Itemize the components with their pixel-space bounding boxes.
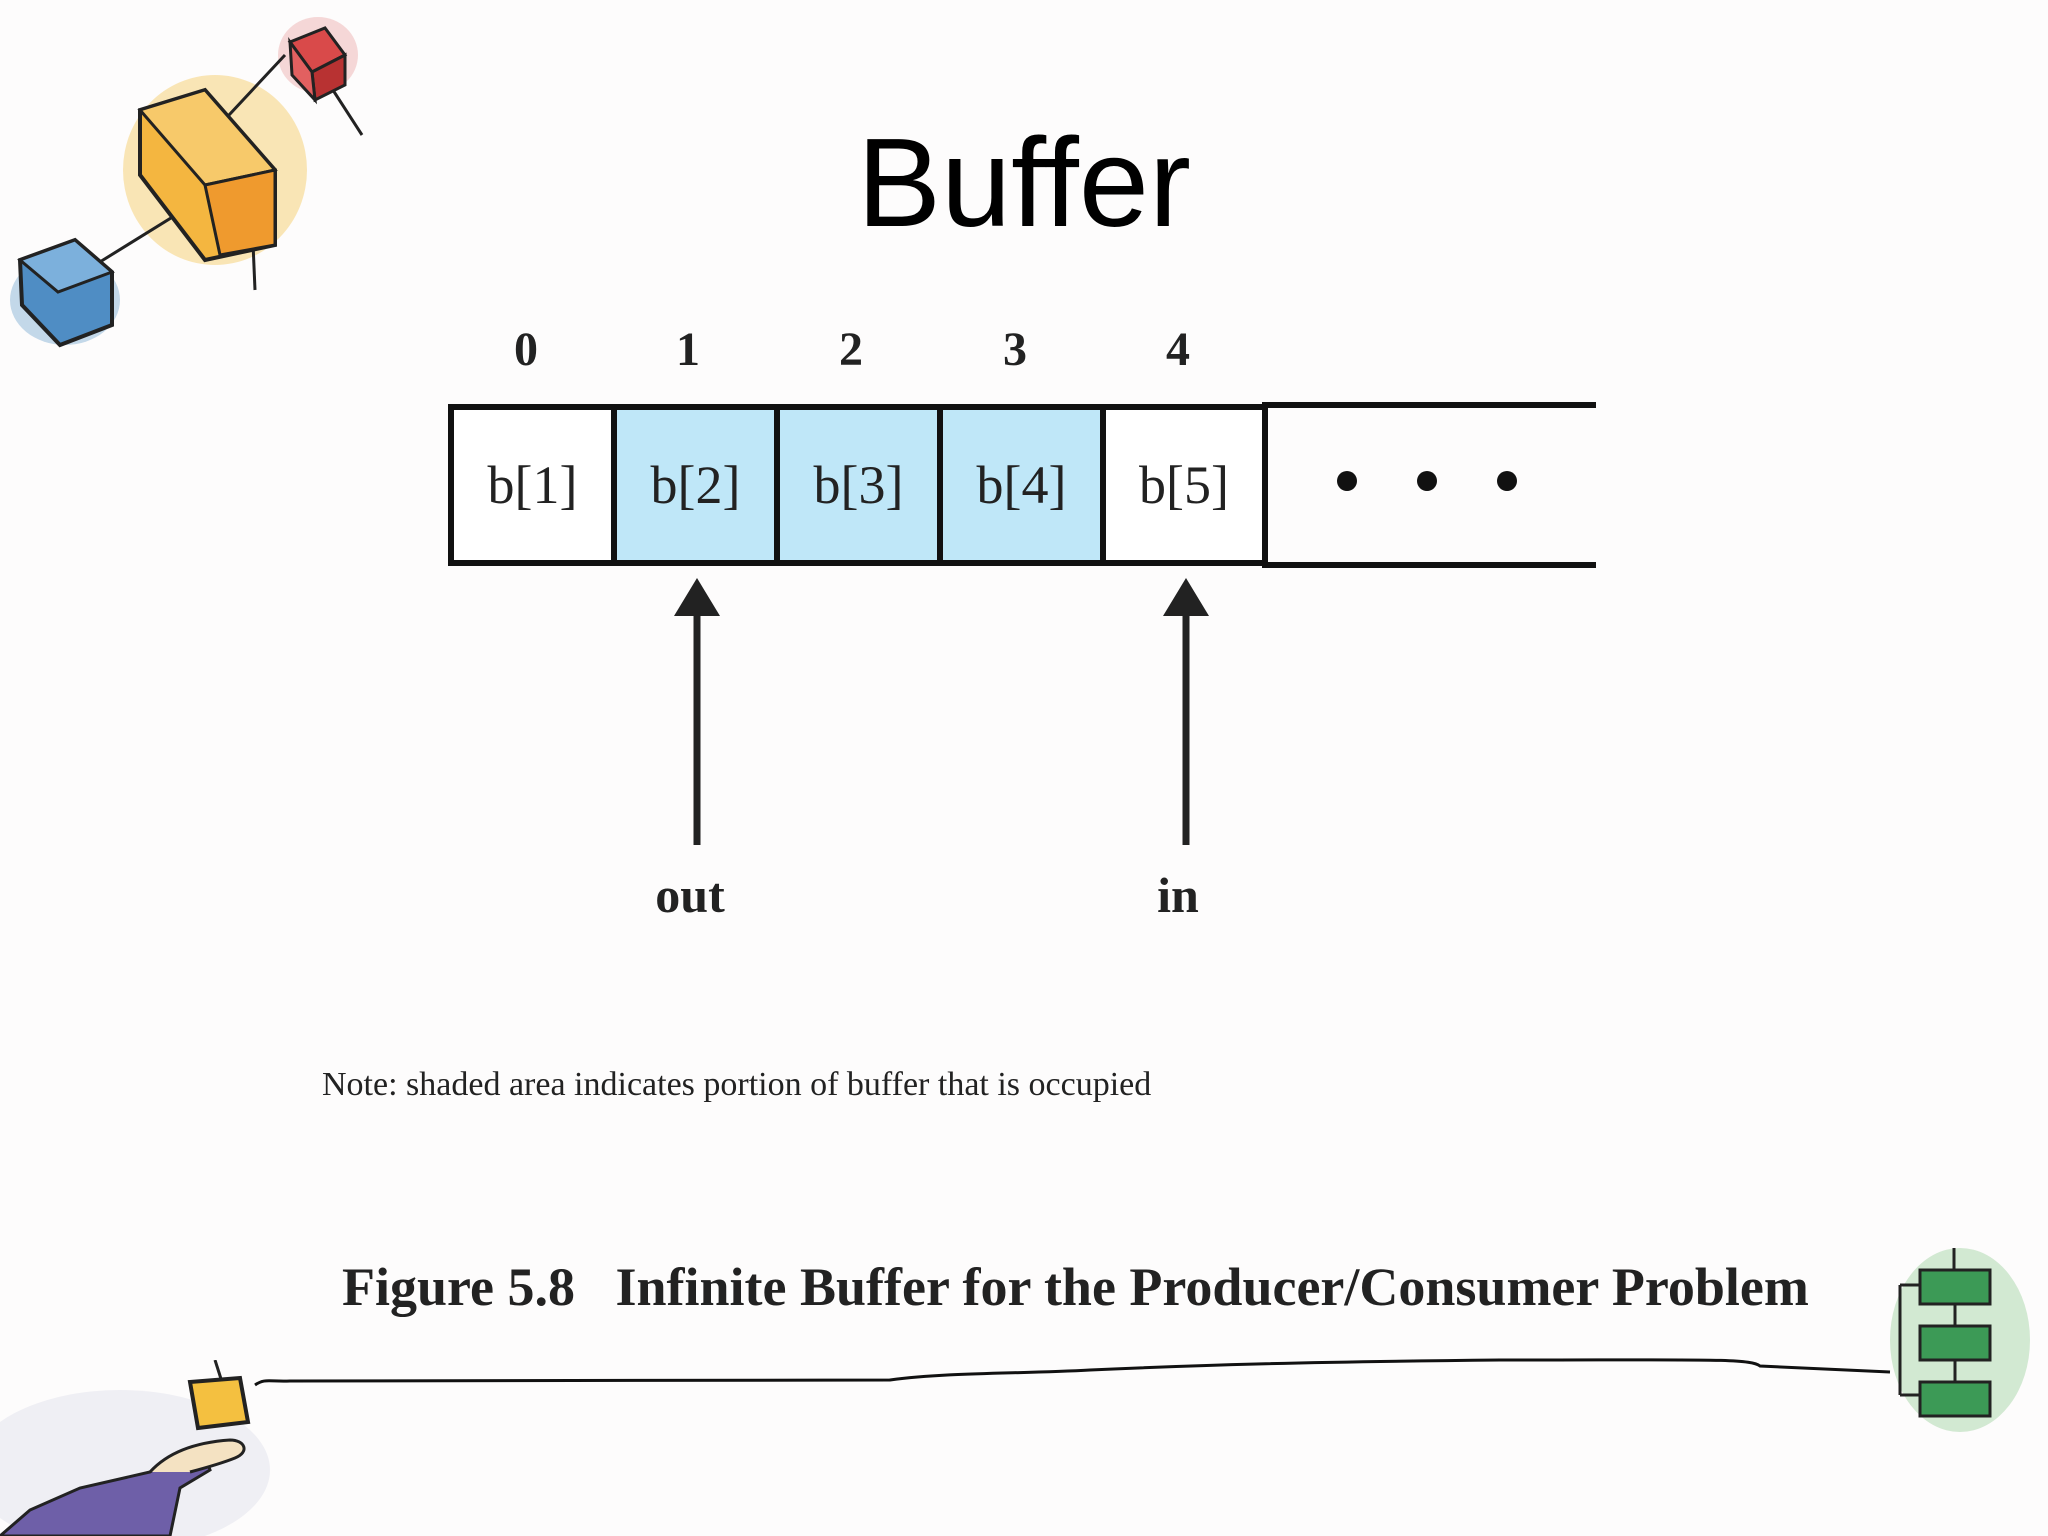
figure-caption: Figure 5.8 Infinite Buffer for the Produ…: [342, 1257, 1809, 1317]
cubes-clipart-icon: [10, 17, 364, 348]
buffer-cell-b2: b[2]: [611, 404, 780, 566]
hand-holding-box-icon: [0, 1360, 270, 1536]
connector-line: [254, 1358, 1891, 1387]
index-label-4: 4: [1166, 323, 1190, 376]
green-blocks-icon: [1890, 1248, 2030, 1432]
in-pointer-label: in: [1157, 867, 1199, 923]
buffer-cell-b1: b[1]: [448, 404, 617, 566]
index-label-0: 0: [514, 323, 538, 376]
out-pointer-label: out: [655, 867, 725, 923]
buffer-continuation: [1262, 402, 1596, 568]
ellipsis-dot: [1337, 471, 1357, 491]
slide-title: Buffer: [857, 112, 1191, 253]
figure-note: Note: shaded area indicates portion of b…: [322, 1066, 1152, 1103]
in-pointer-arrow: [1163, 578, 1209, 845]
buffer-cell-b3: b[3]: [774, 404, 943, 566]
index-label-3: 3: [1003, 323, 1027, 376]
out-pointer-arrow: [674, 578, 720, 845]
ellipsis-dot: [1497, 471, 1517, 491]
index-label-1: 1: [676, 323, 700, 376]
index-label-2: 2: [839, 323, 863, 376]
buffer-cell-b5: b[5]: [1100, 404, 1268, 566]
ellipsis-dot: [1417, 471, 1437, 491]
